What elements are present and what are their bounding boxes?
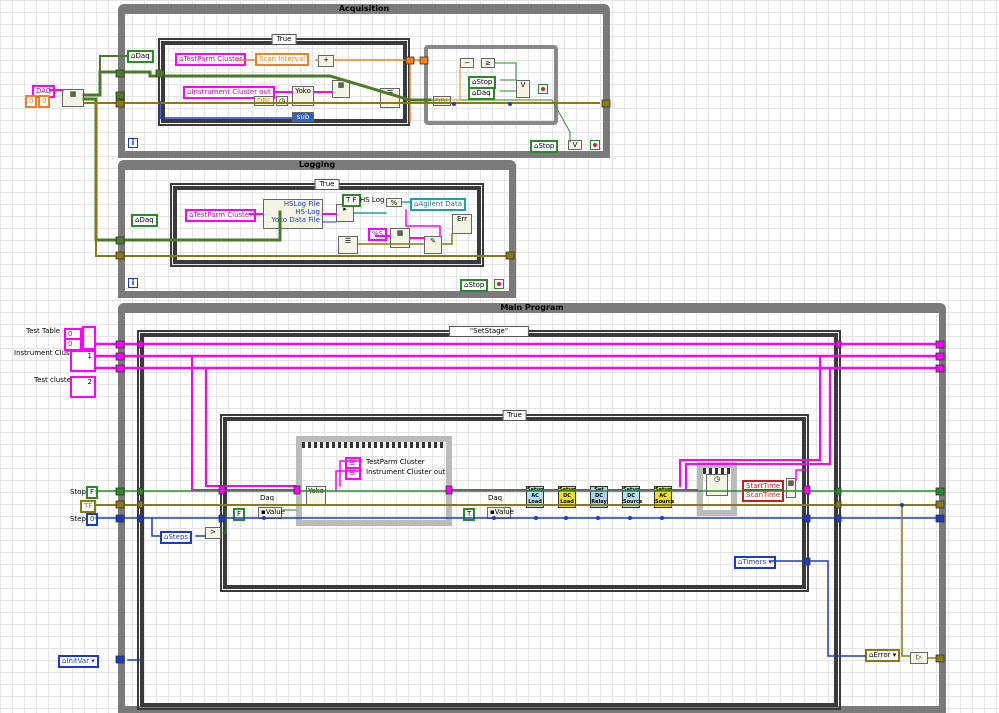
- daq-unbundle-node[interactable]: ▦: [62, 89, 84, 107]
- stop-control[interactable]: F: [86, 486, 99, 499]
- main-error-local[interactable]: ⌂Error ▾: [865, 649, 901, 662]
- log-stop-local[interactable]: ⌂Stop: [460, 279, 489, 292]
- logging-loop-title: Logging: [298, 160, 336, 169]
- main-timers-local[interactable]: ⌂Timers ▾: [734, 556, 776, 569]
- log-testparm-local[interactable]: ⌂TestParm Cluster: [185, 209, 257, 222]
- acq-outer-or-node[interactable]: V: [568, 140, 582, 150]
- logging-case-selector[interactable]: True: [314, 179, 340, 190]
- main-false-const[interactable]: F: [233, 508, 246, 521]
- main-timer-node[interactable]: ◷: [706, 474, 728, 496]
- acq-dbl-inner[interactable]: DBL: [433, 96, 451, 106]
- setup-ac-source-subvi[interactable]: Setup AC Source: [654, 486, 674, 508]
- acq-queue-node[interactable]: ☰: [380, 88, 400, 108]
- log-daq-local[interactable]: ⌂Daq: [131, 214, 158, 227]
- instrument-cluster-control[interactable]: 1: [70, 350, 96, 372]
- log-error-node[interactable]: Err: [452, 214, 472, 234]
- main-instrument-out-label: Instrument Cluster out: [366, 468, 446, 476]
- step-control-label: Step: [70, 515, 86, 523]
- main-steps-local[interactable]: ⌂Steps: [160, 531, 193, 544]
- log-file-cluster[interactable]: HSLog File HS-Log Yoko Data File: [263, 199, 323, 229]
- acq-outer-stop-icon[interactable]: [590, 140, 600, 150]
- acq-iteration-terminal: i: [128, 138, 138, 148]
- log-format-string[interactable]: %S: [368, 228, 388, 241]
- set-dc-relay-subvi[interactable]: Set DC Relay: [590, 486, 608, 508]
- setup-dc-source-subvi[interactable]: Setup DC Source: [622, 486, 642, 508]
- log-queue-node[interactable]: ☰: [338, 236, 358, 254]
- acq-scan-interval[interactable]: Scan Interval: [255, 53, 310, 66]
- step-control[interactable]: 0: [86, 513, 99, 526]
- acquisition-case-selector[interactable]: True: [271, 34, 297, 45]
- main-true-selector[interactable]: True: [502, 410, 527, 421]
- main-scantime-local[interactable]: ScanTime: [742, 489, 785, 502]
- main-flat-sequence[interactable]: [296, 436, 452, 526]
- acq-add-node[interactable]: +: [318, 55, 334, 67]
- daq-control-value2[interactable]: 0: [38, 95, 50, 108]
- acq-bundle-node[interactable]: Yoko: [292, 86, 314, 106]
- main-instrument-out-ref[interactable]: ☰: [345, 467, 361, 480]
- main-testparm-label: TestParm Cluster: [366, 458, 425, 466]
- log-stop-icon[interactable]: [494, 279, 504, 289]
- setup-dc-load-subvi[interactable]: Setup DC Load: [558, 486, 576, 508]
- main-true-case-structure[interactable]: True: [220, 410, 809, 592]
- log-agilent-local[interactable]: ⌂Agilent Data: [410, 198, 467, 211]
- test-table-frame: [82, 326, 96, 350]
- acquisition-loop-title: Acquisition: [338, 4, 390, 13]
- acq-dbl-indicator[interactable]: DBL: [254, 96, 274, 106]
- log-format-node[interactable]: %: [386, 198, 402, 207]
- initvar-control[interactable]: ⌂InitVar ▾: [58, 655, 99, 668]
- main-program-loop-title: Main Program: [500, 303, 564, 312]
- tf-error-control[interactable]: TF: [80, 500, 97, 513]
- test-cluster-label: Test cluster: [34, 376, 74, 384]
- main-daq2-label: Daq: [488, 494, 503, 502]
- acq-daq2-local[interactable]: ⌂Daq: [468, 87, 495, 100]
- logging-case-structure[interactable]: True: [170, 179, 484, 267]
- log-hslog-label: HS Log: [360, 196, 385, 204]
- stop-control-label: Stop: [70, 488, 86, 496]
- acq-or-node[interactable]: V: [516, 80, 530, 98]
- test-cluster-control[interactable]: 2: [70, 376, 96, 398]
- main-true-const[interactable]: T: [463, 508, 476, 521]
- acq-stop-outer-local[interactable]: ⌂Stop: [530, 140, 559, 153]
- main-value1-property[interactable]: ▪Value: [258, 507, 285, 519]
- setup-ac-load-subvi[interactable]: Setup AC Load: [526, 486, 544, 508]
- main-bundle-node[interactable]: ▦: [786, 478, 796, 498]
- log-hslog-file-label: HSLog File: [283, 200, 320, 208]
- log-iteration-terminal: i: [128, 278, 138, 288]
- acq-inner-stop-icon[interactable]: [538, 84, 548, 94]
- log-build-array[interactable]: ▦: [390, 228, 410, 248]
- acq-array-node[interactable]: ▦: [332, 80, 350, 98]
- acq-subvi-blue[interactable]: sub: [292, 112, 314, 122]
- main-daq1-label: Daq: [260, 494, 275, 502]
- acq-subtract-node[interactable]: −: [460, 58, 474, 68]
- main-value2-property[interactable]: ▪Value: [487, 507, 514, 519]
- main-compare-node[interactable]: >: [205, 527, 221, 539]
- acquisition-case-structure[interactable]: True: [158, 34, 410, 126]
- acq-daq-local[interactable]: ⌂Daq: [127, 50, 154, 63]
- log-yoko-label: Yoko Data File: [271, 216, 320, 224]
- main-error-or-node[interactable]: ▷: [910, 652, 928, 664]
- acq-wait-timer-icon[interactable]: ◷: [276, 96, 288, 106]
- log-tf-const[interactable]: T F: [342, 194, 361, 207]
- log-write-file[interactable]: ✎: [424, 236, 442, 254]
- acq-compare-node[interactable]: ≥: [481, 58, 495, 68]
- acq-testparm-local[interactable]: ⌂TestParm Cluster: [175, 53, 247, 66]
- log-hs-log-label: HS-Log: [295, 208, 320, 216]
- daq-control-value1[interactable]: 0: [25, 95, 37, 108]
- main-setstage-selector[interactable]: "SetStage": [448, 326, 530, 337]
- test-table-label: Test Table: [26, 327, 61, 335]
- main-yoko-subvi[interactable]: Yoko: [306, 486, 326, 506]
- instrument-cluster-label: Instrument Cluster: [14, 349, 80, 357]
